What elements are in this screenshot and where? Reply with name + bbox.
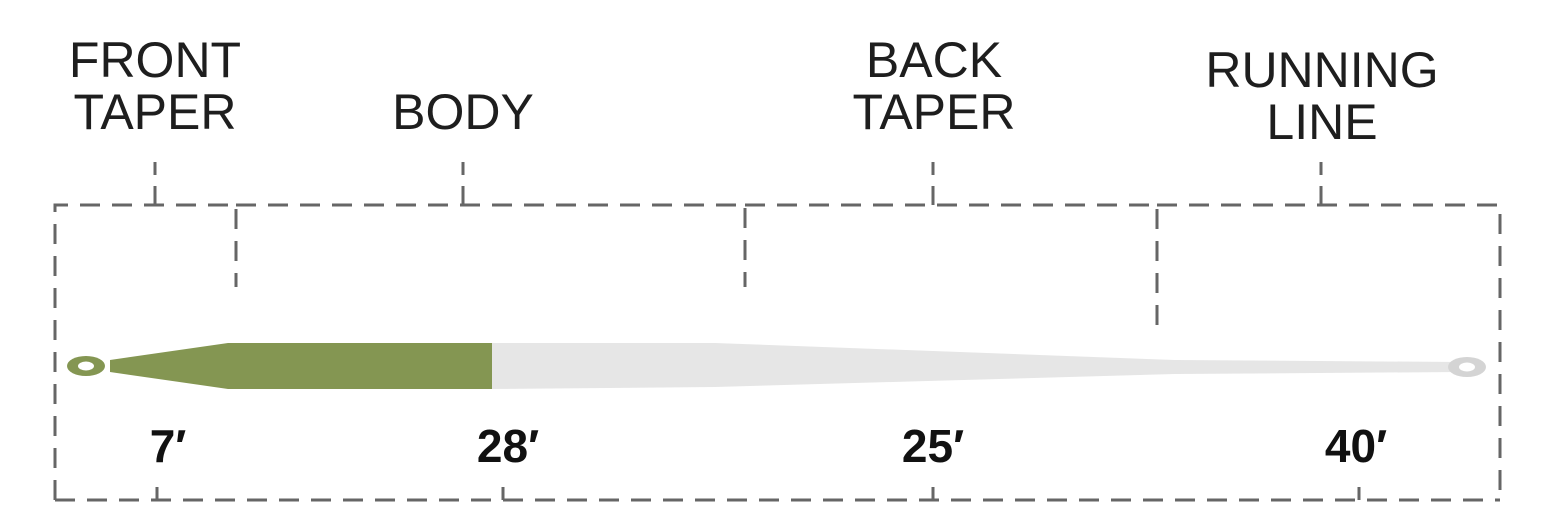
label-back-taper-line2: TAPER bbox=[852, 84, 1016, 140]
top-bracket-running-span bbox=[1157, 203, 1502, 500]
top-bracket-left-outline bbox=[53, 203, 238, 500]
label-back-taper-line1: BACK bbox=[865, 32, 1003, 88]
label-running-line: RUNNING LINE bbox=[1205, 44, 1438, 148]
length-front-taper: 7′ bbox=[149, 420, 187, 472]
label-body: BODY bbox=[392, 86, 534, 138]
top-bracket-body-span bbox=[236, 203, 747, 287]
bottom-bracket bbox=[55, 487, 1500, 502]
label-back-taper: BACK TAPER bbox=[853, 34, 1016, 138]
label-front-taper: FRONT TAPER bbox=[69, 34, 241, 138]
top-bracket bbox=[53, 203, 1502, 500]
label-front-taper-line1: FRONT bbox=[68, 32, 242, 88]
label-front-taper-line2: TAPER bbox=[73, 84, 237, 140]
fly-line-head-section bbox=[110, 343, 492, 389]
length-running-line: 40′ bbox=[1324, 420, 1388, 472]
label-pointers bbox=[153, 162, 1323, 205]
length-back-taper: 25′ bbox=[901, 420, 965, 472]
length-body: 28′ bbox=[476, 420, 540, 472]
label-running-line-line2: LINE bbox=[1266, 94, 1378, 150]
fly-line-running-section bbox=[490, 343, 1460, 389]
label-running-line-line1: RUNNING bbox=[1205, 42, 1439, 98]
fly-line bbox=[67, 343, 1486, 389]
front-loop-hole bbox=[78, 361, 94, 371]
label-body-text: BODY bbox=[392, 84, 534, 140]
back-loop-hole bbox=[1459, 362, 1475, 372]
top-bracket-back-taper-span bbox=[745, 203, 1159, 325]
